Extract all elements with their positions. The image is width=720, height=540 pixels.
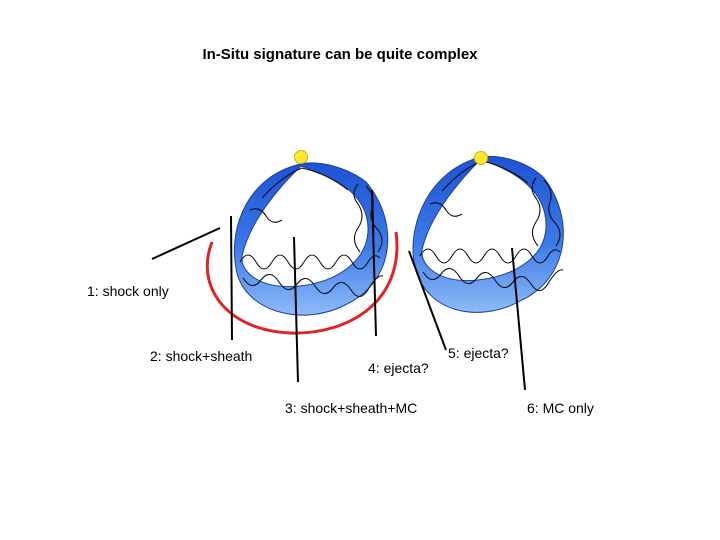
flux-rope-left (233, 162, 389, 316)
left-cme (205, 150, 399, 335)
trajectory-1 (151, 227, 221, 260)
trajectory-2 (230, 215, 233, 341)
trajectories (151, 189, 526, 391)
trajectory-3 (293, 236, 299, 383)
trajectory-4 (371, 189, 377, 337)
label-shock-sheath: 2: shock+sheath (150, 348, 253, 364)
label-shock-only: 1: shock only (87, 283, 169, 299)
slide-title: In-Situ signature can be quite complex (202, 46, 478, 63)
sun-left (294, 150, 308, 164)
label-ejecta-5: 5: ejecta? (448, 345, 509, 361)
sun-right (474, 151, 488, 165)
label-mc-only: 6: MC only (527, 400, 594, 416)
trajectory-6 (511, 247, 526, 391)
field-lines-right (419, 160, 564, 292)
label-ejecta-4: 4: ejecta? (368, 360, 429, 376)
trajectory-5 (408, 250, 447, 351)
label-shock-sheath-mc: 3: shock+sheath+MC (285, 400, 418, 416)
flux-rope-right (412, 155, 564, 313)
right-cme (412, 151, 564, 313)
field-lines-left (239, 167, 384, 298)
shock-front-arc (205, 231, 399, 335)
